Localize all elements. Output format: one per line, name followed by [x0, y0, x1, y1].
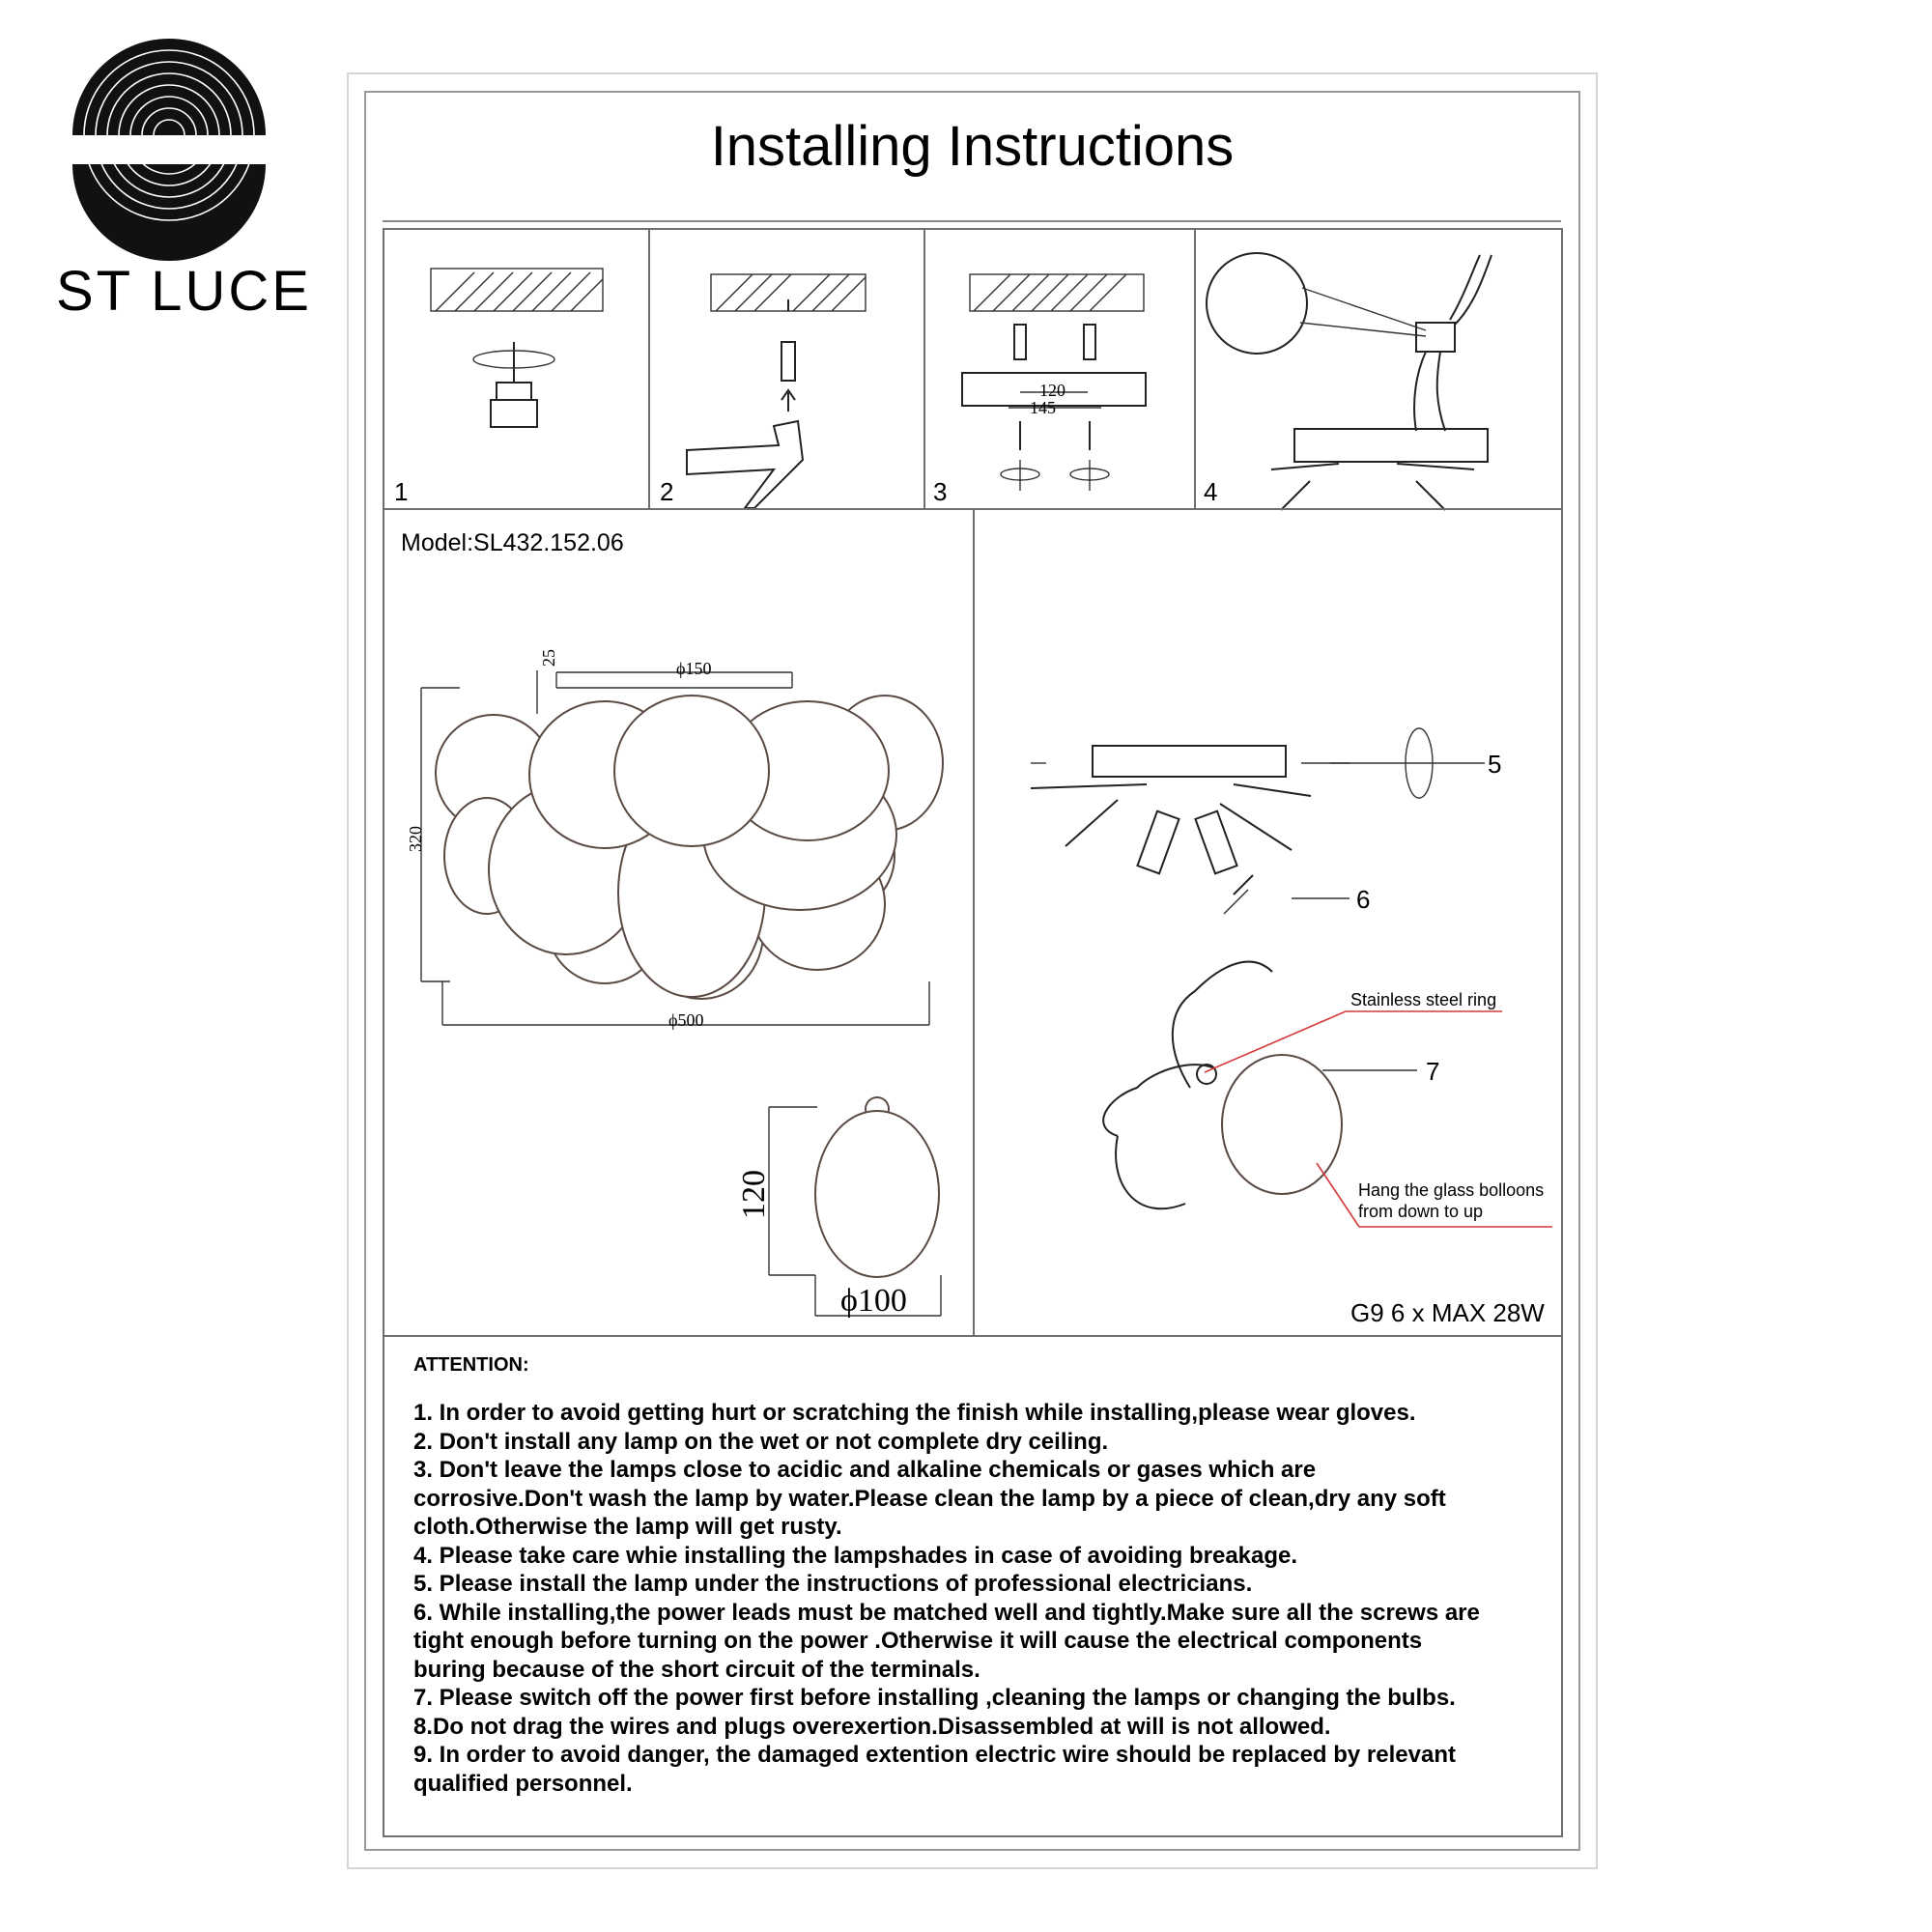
attention-panel — [383, 1335, 1563, 1837]
attention-list: 1. In order to avoid getting hurt or scr… — [413, 1399, 1563, 1798]
title-divider — [383, 220, 1561, 222]
attention-line: corrosive.Don't wash the lamp by water.P… — [413, 1485, 1446, 1512]
callout-5: 5 — [1488, 750, 1502, 779]
attention-line: 8.Do not drag the wires and plugs overex… — [413, 1713, 1331, 1740]
callout-6: 6 — [1356, 885, 1371, 914]
attention-line: 2. Don't install any lamp on the wet or … — [413, 1428, 1109, 1455]
dim-ball-height: 120 — [736, 1170, 772, 1219]
bulb-spec: G9 6 x MAX 28W — [1350, 1298, 1545, 1327]
hang-instruction-line2: from down to up — [1358, 1202, 1484, 1221]
dim-width: ϕ500 — [668, 1010, 704, 1030]
brand-name: ST LUCE — [56, 260, 312, 323]
attention-line: qualified personnel. — [413, 1770, 633, 1797]
dim-top-diameter: ϕ150 — [676, 659, 712, 678]
dim-height: 320 — [406, 826, 425, 852]
step-3-dim-inner: 120 — [1039, 381, 1065, 400]
attention-line: 1. In order to avoid getting hurt or scr… — [413, 1400, 1416, 1426]
attention-line: cloth.Otherwise the lamp will get rusty. — [413, 1514, 842, 1540]
hang-instruction-line1: Hang the glass bolloons — [1358, 1180, 1545, 1200]
attention-line: 3. Don't leave the lamps close to acidic… — [413, 1457, 1317, 1483]
step-3-illustration — [961, 273, 1147, 491]
step-number-2: 2 — [660, 477, 674, 506]
attention-line: tight enough before turning on the power… — [413, 1628, 1423, 1654]
step-number-4: 4 — [1204, 477, 1218, 506]
attention-line: 6. While installing,the power leads must… — [413, 1599, 1480, 1626]
step-1-illustration — [430, 268, 604, 428]
st-luce-logo — [71, 39, 269, 261]
page-title: Installing Instructions — [710, 115, 1235, 178]
dim-top-height: 25 — [539, 649, 558, 667]
step-number-1: 1 — [394, 477, 409, 506]
callout-7: 7 — [1426, 1057, 1440, 1086]
attention-line: 9. In order to avoid danger, the damaged… — [413, 1742, 1456, 1768]
attention-line: 5. Please install the lamp under the ins… — [413, 1571, 1253, 1597]
attention-line: 7. Please switch off the power first bef… — [413, 1685, 1456, 1711]
dim-ball-diameter: ϕ100 — [840, 1283, 907, 1319]
stainless-ring-label: Stainless steel ring — [1350, 990, 1497, 1009]
assembly-drawing — [1030, 727, 1552, 1228]
lamp-dimension-drawing — [420, 670, 944, 1317]
instruction-sheet-inner — [364, 91, 1580, 1851]
attention-heading: ATTENTION: — [413, 1354, 529, 1376]
step-3-dim-outer: 145 — [1030, 398, 1056, 417]
step-4-illustration — [1206, 252, 1492, 511]
model-number: Model:SL432.152.06 — [401, 529, 624, 556]
attention-line: buring because of the short circuit of t… — [413, 1656, 980, 1683]
step-number-3: 3 — [933, 477, 948, 506]
step-2-illustration — [686, 273, 867, 509]
attention-line: 4. Please take care whie installing the … — [413, 1542, 1298, 1569]
